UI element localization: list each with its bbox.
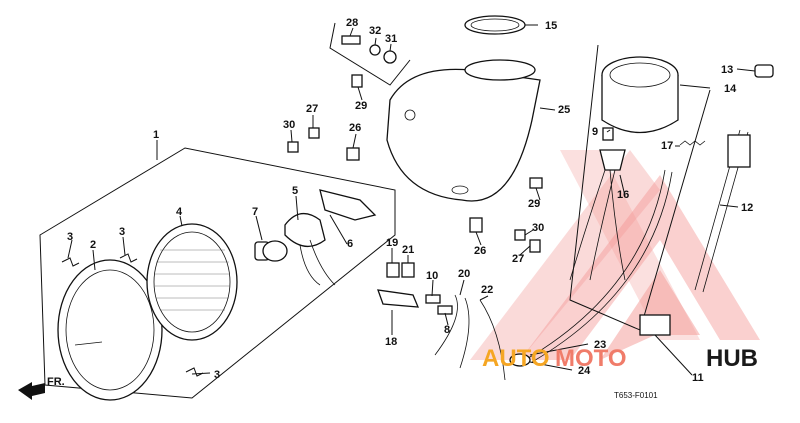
direction-label: FR. xyxy=(47,376,65,388)
bolt-29a xyxy=(351,74,363,88)
callout-22: 22 xyxy=(481,284,493,296)
collar-27b xyxy=(529,239,541,253)
watermark-auto: AUTO xyxy=(482,345,550,372)
callout-1: 1 xyxy=(153,129,159,141)
meter-wires-16 xyxy=(569,169,626,281)
clip-3a xyxy=(61,257,80,267)
callout-26a: 26 xyxy=(349,122,361,134)
callout-10: 10 xyxy=(426,270,438,282)
front-direction-arrow: FR. xyxy=(18,376,65,400)
callout-11: 11 xyxy=(692,372,704,384)
nut-26b xyxy=(469,217,483,233)
callout-18: 18 xyxy=(385,336,397,348)
callout-29b: 29 xyxy=(528,198,540,210)
callout-15: 15 xyxy=(545,20,557,32)
callout-6: 6 xyxy=(347,238,353,250)
callout-28: 28 xyxy=(346,17,358,29)
callout-14: 14 xyxy=(724,83,737,95)
bolt-29b xyxy=(529,177,543,189)
cable-clamp-11 xyxy=(639,314,671,336)
headlight-case xyxy=(386,59,541,202)
bulb-socket xyxy=(284,213,336,286)
callout-23: 23 xyxy=(594,339,606,351)
bolt-30a xyxy=(287,141,299,153)
leader-lines xyxy=(67,24,756,376)
indicator-wires xyxy=(434,294,506,381)
cable-end xyxy=(727,134,751,168)
watermark-moto: MOTO xyxy=(555,345,627,372)
callout-5: 5 xyxy=(292,185,298,197)
callout-30b: 30 xyxy=(532,222,544,234)
bolt-washer-stack xyxy=(341,35,397,64)
headlight-harness xyxy=(319,189,377,221)
cable-gear-24 xyxy=(509,353,531,367)
callout-2: 2 xyxy=(90,239,96,251)
callout-16: 16 xyxy=(617,189,629,201)
callout-3b: 3 xyxy=(119,226,125,238)
bulb-10 xyxy=(425,294,441,304)
callout-13: 13 xyxy=(721,64,733,76)
callout-4: 4 xyxy=(176,206,183,218)
callout-27b: 27 xyxy=(512,253,524,265)
meter-socket-9 xyxy=(602,127,614,141)
watermark-hub: HUB xyxy=(706,345,758,372)
callout-24: 24 xyxy=(578,365,591,377)
callout-29a: 29 xyxy=(355,100,367,112)
cap-13 xyxy=(754,64,774,78)
grommet-19 xyxy=(386,262,400,278)
callout-27a: 27 xyxy=(306,103,318,115)
meter-harness xyxy=(599,149,626,171)
callout-3c: 3 xyxy=(214,369,220,381)
callout-31: 31 xyxy=(385,33,397,45)
bulb-8 xyxy=(437,305,453,315)
callout-8: 8 xyxy=(444,324,450,336)
headlight-lens xyxy=(146,223,238,341)
callout-7: 7 xyxy=(252,206,258,218)
headlight-bulb xyxy=(254,240,288,262)
indicator-holder-18 xyxy=(377,289,420,308)
callout-32: 32 xyxy=(369,25,381,37)
bolt-30b xyxy=(514,229,526,241)
collar-27a xyxy=(308,127,320,139)
spring-17 xyxy=(679,140,706,146)
callout-21: 21 xyxy=(402,244,414,256)
clip-3b xyxy=(119,253,138,263)
diagram-code: T653-F0101 xyxy=(614,391,658,400)
callout-3a: 3 xyxy=(67,231,73,243)
callout-25: 25 xyxy=(558,104,570,116)
callout-26b: 26 xyxy=(474,245,486,257)
callout-labels: 1 2 3 3 3 4 5 6 7 8 9 10 11 12 13 14 15 … xyxy=(67,17,753,384)
mount-group-bracket xyxy=(329,22,411,86)
nut-26a xyxy=(346,147,360,161)
headlight-rim xyxy=(57,259,163,401)
callout-9: 9 xyxy=(592,126,598,138)
callout-30a: 30 xyxy=(283,119,295,131)
callout-19: 19 xyxy=(386,237,398,249)
meter-group-bracket xyxy=(569,44,711,331)
callout-17: 17 xyxy=(661,140,673,152)
callout-12: 12 xyxy=(741,202,753,214)
speedometer-cable-23 xyxy=(524,169,673,363)
callout-20: 20 xyxy=(458,268,470,280)
speedometer xyxy=(601,56,679,134)
clip-3c xyxy=(185,367,204,377)
watermark-text: AUTO MOTO HUB xyxy=(482,345,758,372)
grommet-21 xyxy=(401,262,415,278)
